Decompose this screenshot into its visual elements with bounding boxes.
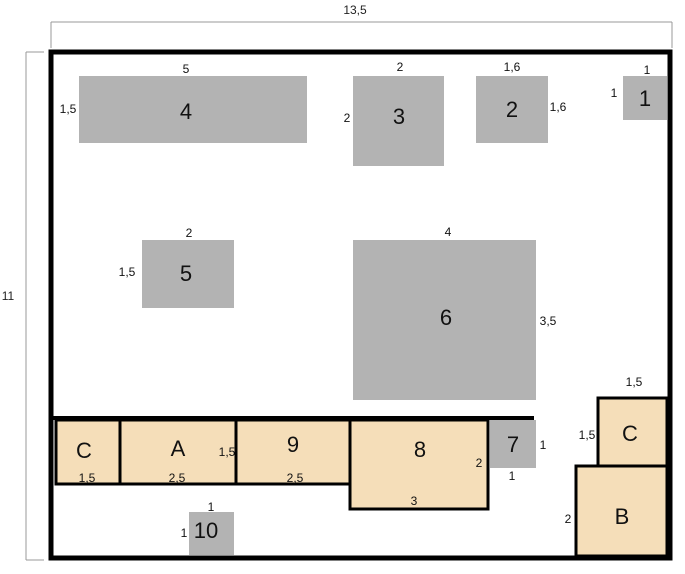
storage-c-left-width-dim: 1,5 bbox=[79, 471, 96, 485]
machine-block-1 bbox=[623, 76, 667, 120]
storage-block-9-label: 9 bbox=[287, 432, 299, 457]
block-5-width-dim: 2 bbox=[186, 226, 193, 240]
overall-height-label: 11 bbox=[2, 289, 15, 303]
storage-block-9 bbox=[234, 418, 352, 486]
storage-9-width-dim: 2,5 bbox=[287, 471, 304, 485]
block-10-width-dim: 1 bbox=[208, 500, 215, 514]
block-6-width-dim: 4 bbox=[445, 225, 452, 239]
storage-a-depth-dim: 1,5 bbox=[219, 445, 236, 459]
block-10-depth-dim: 1 bbox=[181, 526, 188, 540]
block-3-depth-dim: 2 bbox=[344, 111, 351, 125]
block-4-depth-dim: 1,5 bbox=[60, 102, 77, 116]
machine-block-10 bbox=[189, 512, 234, 555]
block-7-width-dim: 1 bbox=[509, 469, 516, 483]
storage-block-a-label: A bbox=[171, 436, 186, 461]
machine-block-3 bbox=[353, 76, 444, 166]
outer-dimension-lines bbox=[25, 21, 673, 561]
machine-block-7 bbox=[490, 420, 536, 468]
outer-wall bbox=[48, 49, 673, 561]
block-1-width-dim: 1 bbox=[644, 63, 651, 77]
storage-c-right-depth-dim: 1,5 bbox=[579, 428, 596, 442]
block-2-width-dim: 1,6 bbox=[504, 60, 521, 74]
block-4-width-dim: 5 bbox=[183, 62, 190, 76]
storage-block-a bbox=[118, 418, 238, 486]
machine-block-6 bbox=[353, 240, 536, 400]
block-6-depth-dim: 3,5 bbox=[540, 314, 557, 328]
storage-block-c-left-label: C bbox=[76, 438, 92, 463]
machine-block-4 bbox=[79, 76, 307, 143]
storage-c-right-width-dim: 1,5 bbox=[626, 375, 643, 389]
storage-block-c-left bbox=[54, 418, 122, 486]
machine-block-6-label: 6 bbox=[440, 305, 452, 330]
machine-block-5 bbox=[142, 240, 234, 308]
block-3-width-dim: 2 bbox=[397, 60, 404, 74]
block-7-depth-dim: 1 bbox=[540, 438, 547, 452]
storage-block-b bbox=[574, 464, 669, 558]
storage-a-width-dim: 2,5 bbox=[169, 471, 186, 485]
machine-block-2-label: 2 bbox=[506, 97, 518, 122]
storage-block-b-label: B bbox=[615, 504, 630, 529]
overall-width-label: 13,5 bbox=[343, 3, 367, 17]
machine-block-5-label: 5 bbox=[180, 261, 192, 286]
storage-8-width-dim: 3 bbox=[411, 494, 418, 508]
storage-block-c-right-label: C bbox=[622, 421, 638, 446]
machine-block-2 bbox=[476, 76, 548, 143]
block-2-depth-dim: 1,6 bbox=[550, 100, 567, 114]
machine-block-10-label: 10 bbox=[194, 518, 218, 543]
block-1-depth-dim: 1 bbox=[611, 86, 618, 100]
storage-b-depth-dim: 2 bbox=[565, 512, 572, 526]
storage-8-depth-dim: 2 bbox=[476, 456, 483, 470]
machine-block-3-label: 3 bbox=[393, 104, 405, 129]
storage-block-8-label: 8 bbox=[414, 437, 426, 462]
block-5-depth-dim: 1,5 bbox=[119, 265, 136, 279]
machine-block-4-label: 4 bbox=[180, 99, 192, 124]
machine-block-7-label: 7 bbox=[507, 432, 519, 457]
machine-block-1-label: 1 bbox=[639, 86, 651, 111]
storage-block-8 bbox=[348, 418, 490, 511]
